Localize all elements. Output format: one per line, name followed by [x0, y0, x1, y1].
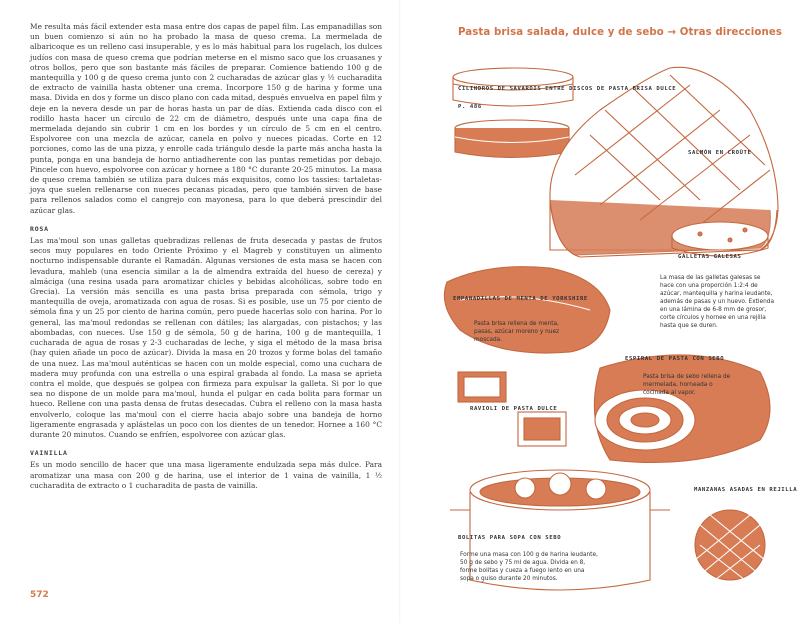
book-gutter: [399, 0, 401, 623]
label-galletas: Galletas galesas: [678, 254, 742, 260]
illustrations: [443, 66, 779, 591]
bolitas-description: Forme una masa con 100 g de harina leuda…: [460, 552, 598, 582]
label-empanadillas: Empanadillas de menta de Yorkshire: [453, 296, 588, 302]
rosa-heading: ROSA: [30, 224, 49, 233]
sweet-ravioli-illustration: [457, 371, 567, 447]
rosa-paragraph: Las ma'moul son unas galletas quebradiza…: [30, 236, 382, 439]
label-espiral: Espiral de pasta con sebo: [625, 356, 725, 362]
label-cilindros-page: p. 486: [458, 104, 482, 110]
label-cilindros: Cilindros de savarois entre discos de pa…: [458, 86, 677, 92]
vainilla-heading: VAINILLA: [30, 449, 68, 458]
mint-pasty-illustration: [443, 266, 611, 354]
baked-apple-lattice-illustration: [694, 509, 766, 581]
label-bolitas: Bolitas para sopa con sebo: [458, 535, 562, 541]
suet-dumplings-pot-illustration: [450, 469, 670, 591]
galletas-description: La masa de las galletas galesas se hace …: [660, 275, 775, 329]
suet-roly-poly-illustration: [593, 354, 771, 464]
intro-paragraph: Me resulta más fácil extender esta masa …: [30, 22, 382, 215]
savarin-cylinders-illustration: [452, 67, 574, 159]
page-number: 572: [30, 590, 49, 600]
empanadillas-description: Pasta brisa rellena de menta, pasas, azú…: [474, 321, 560, 343]
label-salmon: Salmón en croûte: [688, 150, 752, 156]
vainilla-paragraph: Es un modo sencillo de hacer que una mas…: [30, 460, 382, 490]
espiral-description: Pasta brisa de sebo rellena de mermelada…: [643, 374, 731, 396]
section-title: Pasta brisa salada, dulce y de sebo → Ot…: [458, 27, 783, 38]
label-manzanas: Manzanas asadas en rejilla: [694, 487, 798, 493]
label-raviolis: Ravioli de pasta dulce: [470, 406, 558, 412]
left-page-text: Me resulta más fácil extender esta masa …: [30, 22, 382, 491]
welsh-cakes-illustration: [671, 221, 769, 257]
